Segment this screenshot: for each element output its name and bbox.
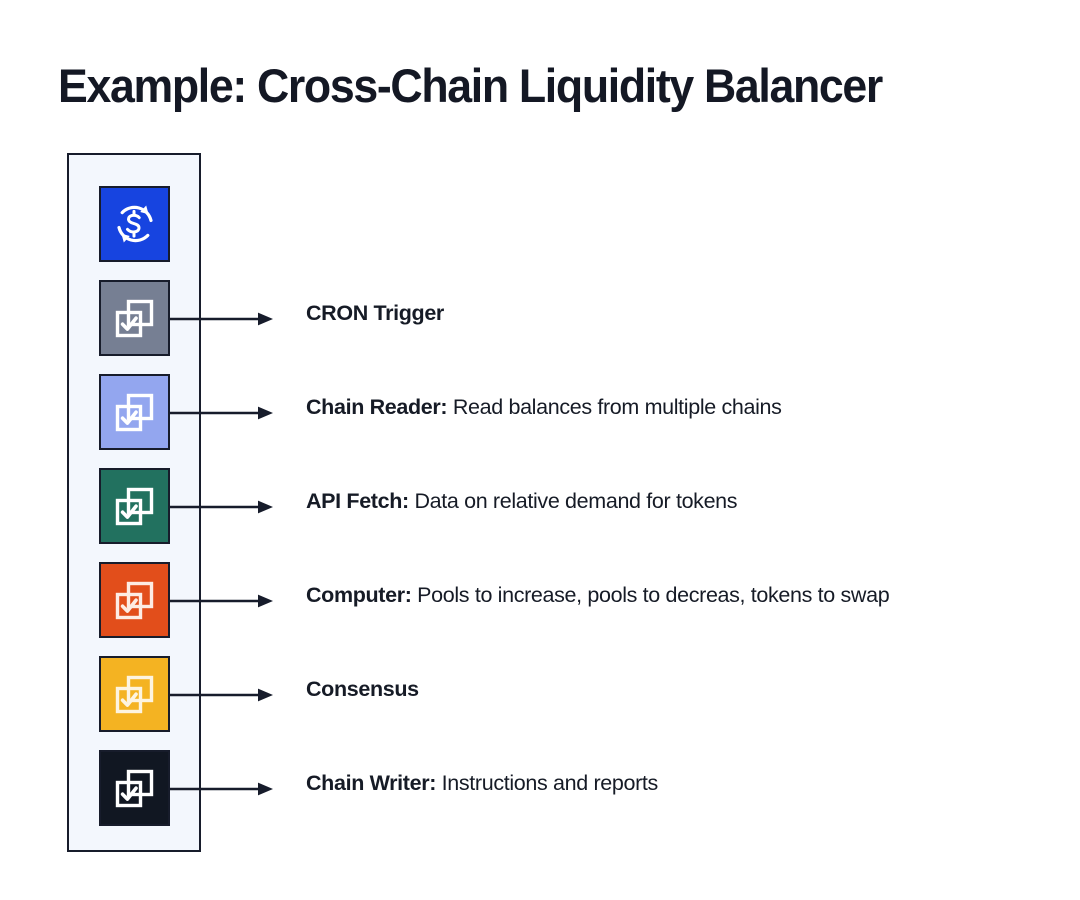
row-label-title: Consensus (306, 677, 419, 701)
workflow-row: Computer: Pools to increase, pools to de… (0, 562, 1080, 656)
workflow-row (0, 186, 1080, 280)
row-label-title: Chain Writer: (306, 771, 437, 795)
duplicate-check-icon[interactable] (99, 656, 170, 732)
duplicate-check-icon[interactable] (99, 468, 170, 544)
duplicate-check-icon[interactable] (99, 374, 170, 450)
row-label: Consensus (306, 677, 419, 702)
row-label: Computer: Pools to increase, pools to de… (306, 583, 890, 608)
flow-arrow (170, 688, 274, 702)
duplicate-check-icon[interactable] (99, 750, 170, 826)
row-label-title: CRON Trigger (306, 301, 444, 325)
workflow-row: API Fetch: Data on relative demand for t… (0, 468, 1080, 562)
row-label: API Fetch: Data on relative demand for t… (306, 489, 738, 514)
row-label-title: Computer: (306, 583, 412, 607)
workflow-row: Chain Writer: Instructions and reports (0, 750, 1080, 844)
row-label-description: Data on relative demand for tokens (408, 489, 738, 513)
row-label: Chain Writer: Instructions and reports (306, 771, 658, 796)
workflow-row: Consensus (0, 656, 1080, 750)
flow-arrow (170, 312, 274, 326)
page-title: Example: Cross-Chain Liquidity Balancer (58, 59, 883, 112)
row-label-description: Instructions and reports (436, 771, 659, 795)
row-label-description: Pools to increase, pools to decreas, tok… (411, 583, 890, 607)
flow-arrow (170, 406, 274, 420)
flow-arrow (170, 782, 274, 796)
row-label: CRON Trigger (306, 301, 444, 326)
row-label-title: API Fetch: (306, 489, 409, 513)
workflow-row: CRON Trigger (0, 280, 1080, 374)
duplicate-check-icon[interactable] (99, 280, 170, 356)
row-label: Chain Reader: Read balances from multipl… (306, 395, 782, 420)
duplicate-check-icon[interactable] (99, 562, 170, 638)
row-label-title: Chain Reader: (306, 395, 448, 419)
row-label-description: Read balances from multiple chains (447, 395, 782, 419)
flow-arrow (170, 500, 274, 514)
workflow-row: Chain Reader: Read balances from multipl… (0, 374, 1080, 468)
currency-swap-icon[interactable] (99, 186, 170, 262)
flow-arrow (170, 594, 274, 608)
